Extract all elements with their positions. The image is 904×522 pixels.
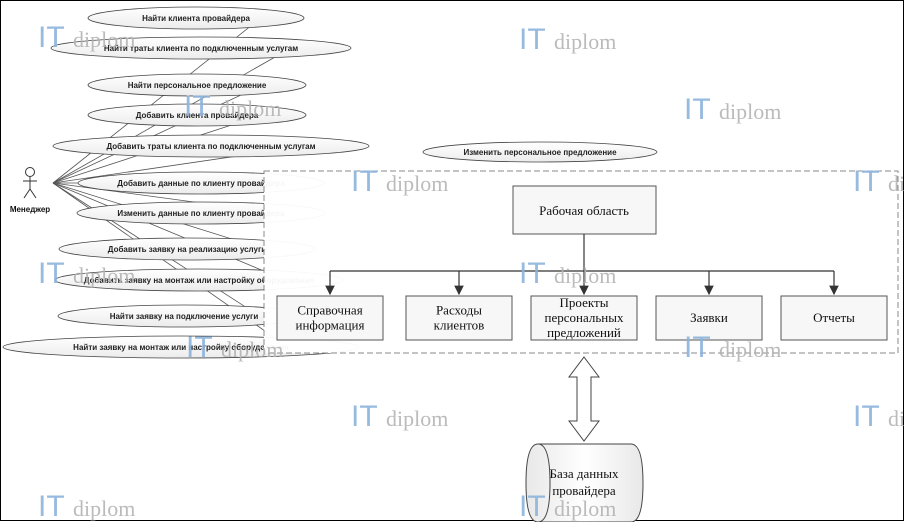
svg-text:diplom: diplom (219, 96, 281, 121)
workspace-child-label: информация (296, 318, 365, 333)
association-line (52, 182, 286, 281)
use-case-label: Найти клиента провайдера (142, 14, 250, 23)
svg-text:diplom: diplom (73, 263, 135, 288)
svg-text:diplom: diplom (221, 337, 283, 362)
watermark: IT diplom (184, 90, 281, 123)
watermark: IT diplom (519, 23, 616, 56)
watermark: IT diplom (684, 93, 781, 126)
watermark: IT diplom (38, 21, 135, 54)
actor-manager[interactable] (23, 167, 37, 199)
svg-text:IT: IT (519, 490, 546, 522)
use-case-label: Найти траты клиента по подключенным услу… (104, 44, 298, 53)
use-case-floating[interactable]: Изменить персональное предложение (422, 141, 658, 163)
svg-text:diplom: diplom (386, 171, 448, 196)
workspace-root-label: Рабочая область (539, 203, 629, 218)
use-case-floating-label: Изменить персональное предложение (463, 148, 617, 157)
use-case-label: Добавить траты клиента по подключенным у… (106, 142, 315, 151)
use-case-ellipse[interactable]: Найти клиента провайдера (87, 6, 305, 30)
watermark: IT diplom (351, 165, 448, 198)
use-case-label: Изменить данные по клиенту провайдера (117, 209, 285, 218)
svg-text:IT: IT (38, 257, 65, 290)
use-case-label: Найти заявку на монтаж или настройку обо… (73, 343, 289, 352)
workspace-child-label: персональных (545, 310, 624, 325)
watermark: IT diplom (853, 400, 904, 433)
workspace-root-box[interactable]: Рабочая область (512, 185, 657, 235)
workspace-child-box[interactable]: Отчеты (780, 295, 888, 341)
watermark: IT diplom (684, 331, 781, 364)
use-case-label: Добавить заявку на реализацию услуги (108, 245, 267, 254)
actor-head-icon (25, 167, 35, 177)
watermark: IT diplom (519, 257, 616, 290)
svg-text:IT: IT (38, 21, 65, 54)
svg-text:IT: IT (519, 23, 546, 56)
use-case-label: Добавить данные по клиенту провайдера (117, 179, 285, 188)
database-link-double-arrow-icon (568, 356, 600, 442)
svg-text:diplom: diplom (554, 29, 616, 54)
workspace-child-label: Заявки (690, 310, 728, 325)
svg-text:diplom: diplom (73, 27, 135, 52)
watermark: IT diplom (38, 257, 135, 290)
svg-text:diplom: diplom (73, 496, 135, 521)
svg-text:IT: IT (684, 93, 711, 126)
svg-text:IT: IT (853, 400, 880, 433)
svg-text:IT: IT (38, 490, 65, 522)
svg-text:IT: IT (853, 165, 880, 198)
svg-text:diplom: diplom (888, 171, 904, 196)
svg-text:diplom: diplom (554, 496, 616, 521)
use-case-label: Найти заявку на подключение услуги (110, 312, 259, 321)
svg-text:IT: IT (684, 331, 711, 364)
svg-text:IT: IT (351, 400, 378, 433)
use-case-label: Добавить клиента провайдера (136, 111, 259, 120)
tree-connectors (330, 234, 834, 272)
svg-text:diplom: diplom (719, 99, 781, 124)
tree-arrows (325, 271, 839, 296)
svg-text:diplom: diplom (719, 337, 781, 362)
watermark: IT diplom (351, 400, 448, 433)
workspace-child-label: Проекты (560, 295, 609, 310)
workspace-child-label: Расходы (436, 303, 482, 318)
svg-text:IT: IT (186, 331, 213, 364)
workspace-child-label: Отчеты (813, 310, 855, 325)
watermark: IT diplom (853, 165, 904, 198)
use-case-ellipse[interactable]: Добавить данные по клиенту провайдера (77, 171, 325, 195)
database-label-line1: База данных (550, 466, 619, 481)
workspace-child-label: предложений (547, 325, 621, 340)
use-case-ellipse[interactable]: Добавить клиента провайдера (87, 103, 307, 127)
svg-text:diplom: diplom (386, 406, 448, 431)
svg-text:IT: IT (519, 257, 546, 290)
workspace-child-box[interactable]: Заявки (655, 295, 763, 341)
watermark: IT diplom (519, 490, 616, 522)
use-case-ellipse[interactable]: Найти траты клиента по подключенным услу… (50, 36, 352, 60)
database-label-line2: провайдера (552, 483, 616, 498)
workspace-child-label: клиентов (434, 318, 485, 333)
use-case-ellipse[interactable]: Найти персональное предложение (87, 73, 307, 97)
database-cylinder[interactable]: База данных провайдера (525, 443, 644, 522)
association-line (52, 84, 263, 184)
workspace-child-label: Справочная (297, 303, 362, 318)
watermark: IT diplom (186, 331, 283, 364)
actor-label: Менеджер (10, 205, 50, 214)
svg-text:diplom: diplom (888, 406, 904, 431)
use-case-ellipse[interactable]: Добавить траты клиента по подключенным у… (52, 134, 370, 158)
svg-text:IT: IT (184, 90, 211, 123)
svg-text:diplom: diplom (554, 263, 616, 288)
use-case-label: Найти персональное предложение (128, 81, 267, 90)
watermark: IT diplom (38, 490, 135, 522)
use-case-label: Добавить заявку на монтаж или настройку … (84, 276, 315, 285)
svg-text:IT: IT (351, 165, 378, 198)
